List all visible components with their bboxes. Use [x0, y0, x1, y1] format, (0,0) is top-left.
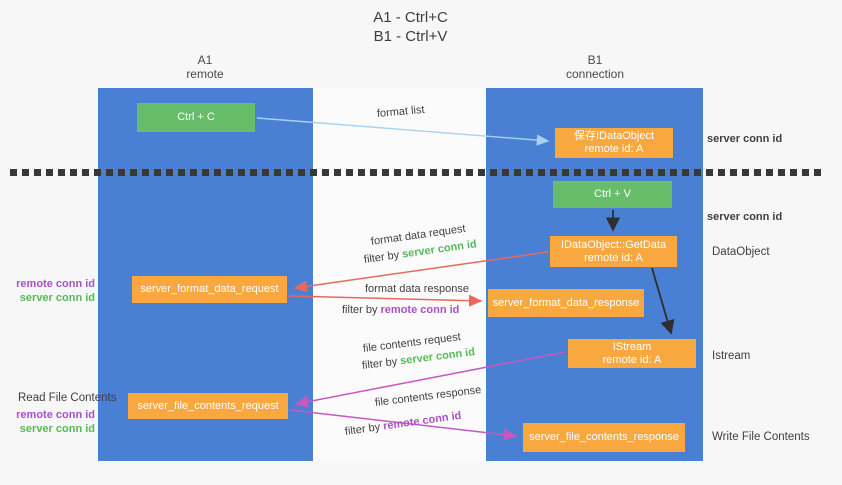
node-getdata: IDataObject::GetData remote id: A — [550, 236, 677, 267]
node-ctrl-v-label: Ctrl + V — [594, 188, 631, 200]
remote-conn-id-left-2: remote conn id — [16, 409, 95, 421]
column-b1-name: B1 — [587, 53, 603, 67]
label-server-conn-id-top: server conn id — [707, 133, 783, 145]
label-server-conn-id-mid: server conn id — [707, 211, 783, 223]
page-title: A1 - Ctrl+C B1 - Ctrl+V — [318, 8, 503, 46]
node-save-dataobject: 保存IDataObject remote id: A — [555, 128, 673, 158]
node-format-response-label: server_format_data_response — [492, 296, 640, 309]
node-format-response: server_format_data_response — [488, 289, 644, 317]
node-getdata-line1: IDataObject::GetData — [560, 238, 667, 251]
node-ctrl-v: Ctrl + V — [553, 181, 672, 208]
node-file-request-label: server_file_contents_request — [137, 399, 279, 412]
column-header-a1: A1 remote — [145, 53, 265, 81]
server-conn-id-left-2: server conn id — [19, 423, 95, 435]
dotted-divider — [10, 169, 822, 176]
column-b1-role: connection — [565, 67, 625, 81]
label-read-file-contents: Read File Contents — [18, 392, 117, 404]
column-a1-name: A1 — [197, 53, 213, 67]
node-istream-line2: remote id: A — [602, 353, 662, 366]
server-conn-id-left-1: server conn id — [19, 292, 95, 304]
remote-conn-id-text-1: remote conn id — [380, 304, 460, 316]
column-a1-role: remote — [186, 67, 224, 81]
node-istream-line1: IStream — [612, 340, 652, 353]
column-header-b1: B1 connection — [535, 53, 655, 81]
node-format-request: server_format_data_request — [132, 276, 287, 303]
node-istream: IStream remote id: A — [568, 339, 696, 368]
remote-conn-id-left-1: remote conn id — [16, 278, 95, 290]
node-file-response-label: server_file_contents_response — [529, 431, 679, 443]
title-line-1: A1 - Ctrl+C — [373, 9, 448, 26]
title-line-2: B1 - Ctrl+V — [373, 28, 448, 45]
label-conn-ids-top-left: remote conn id server conn id — [16, 277, 95, 305]
node-ctrl-c: Ctrl + C — [137, 103, 255, 132]
node-save-dataobject-line2: remote id: A — [584, 143, 644, 155]
node-file-request: server_file_contents_request — [128, 393, 288, 419]
node-save-dataobject-line1: 保存IDataObject — [573, 130, 655, 142]
filter-by-text-2: filter by — [342, 304, 378, 316]
label-write-file-contents: Write File Contents — [712, 431, 810, 443]
label-dataobject: DataObject — [712, 246, 770, 258]
label-format-data-response: format data response — [365, 283, 469, 295]
node-file-response: server_file_contents_response — [523, 423, 685, 452]
node-format-request-label: server_format_data_request — [140, 283, 279, 295]
node-ctrl-c-label: Ctrl + C — [177, 111, 215, 123]
label-conn-ids-bottom-left: remote conn id server conn id — [16, 408, 95, 436]
label-filter-remote-1: filter by remote conn id — [342, 304, 459, 316]
node-getdata-line2: remote id: A — [584, 251, 643, 264]
label-istream: Istream — [712, 350, 751, 362]
